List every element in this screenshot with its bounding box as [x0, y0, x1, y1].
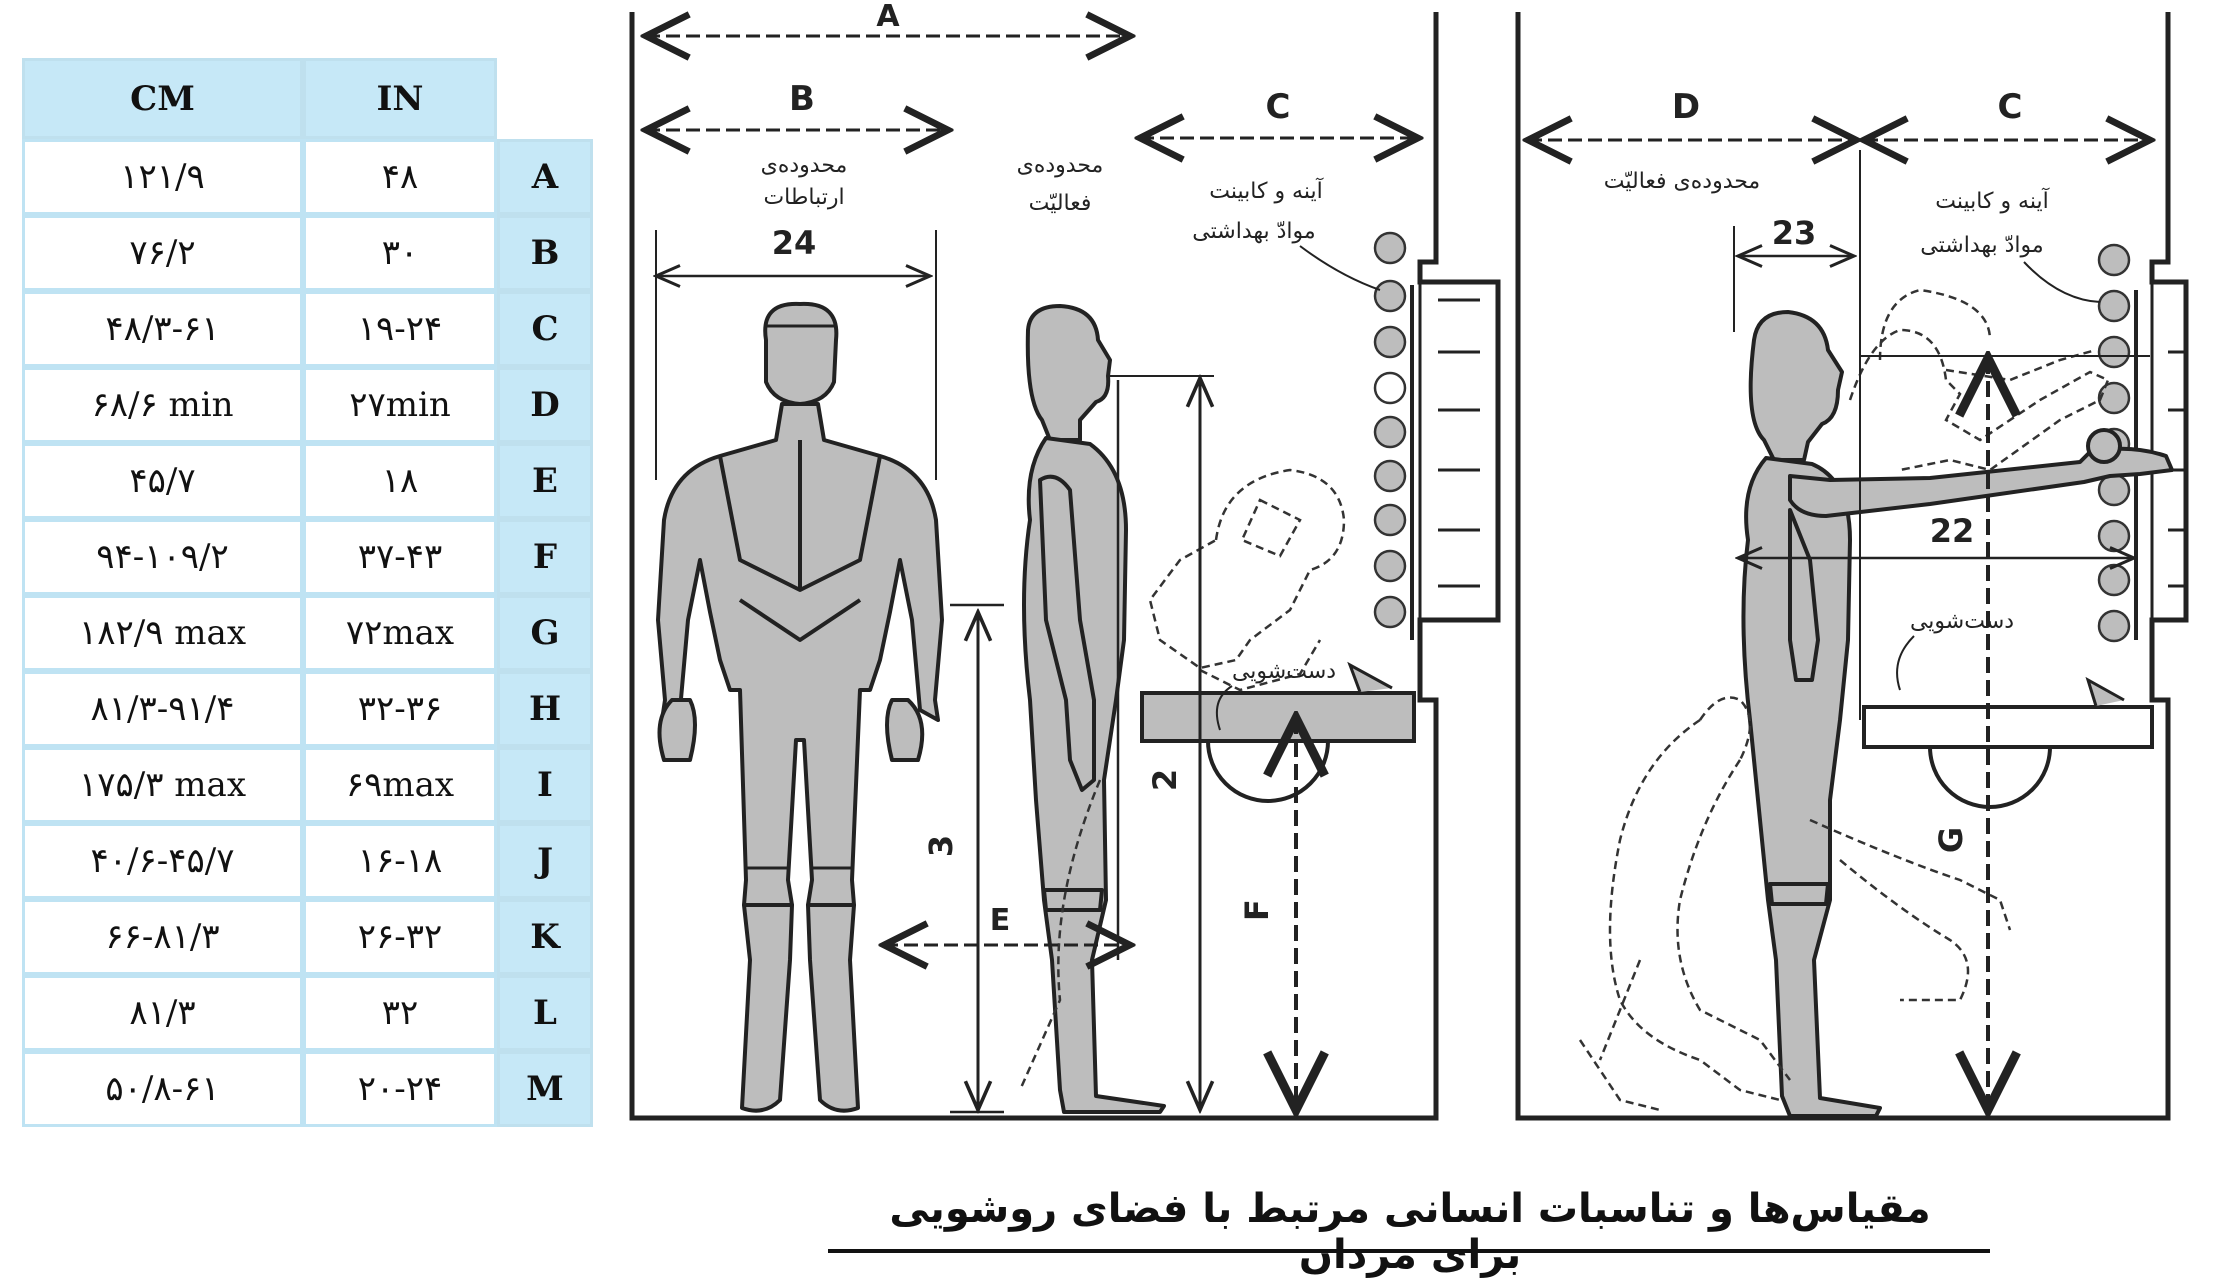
label-cabinet-left-1: آینه و کابینت: [1209, 177, 1323, 204]
label-basin-left: دست‌شویی: [1232, 659, 1336, 684]
dimension-numbers: 24 23 22 3 2: [772, 214, 1975, 857]
front-figure: [656, 301, 944, 1113]
in-cell: ۴۸: [303, 139, 497, 215]
label-basin-right: دست‌شویی: [1910, 609, 2014, 634]
left-mirror-bulbs: [1373, 231, 1407, 629]
letter-c-left: C: [1266, 87, 1291, 127]
header-cm: CM: [22, 58, 303, 139]
key-cell: F: [497, 519, 593, 595]
letter-f: F: [1238, 899, 1276, 921]
reaching-figure: [1741, 310, 2174, 1118]
cm-cell: ۱۷۵/۳ max: [22, 747, 303, 823]
label-communication-zone-2: ارتباطات: [763, 185, 844, 210]
cm-cell: ۷۶/۲: [22, 215, 303, 291]
number-22: 22: [1930, 512, 1975, 550]
label-activity-zone-2: فعالیّت: [1029, 191, 1092, 216]
key-cell: C: [497, 291, 593, 367]
label-activity-zone-1: محدوده‌ی: [1017, 153, 1104, 178]
right-cabinet-shelves: [2168, 350, 2186, 588]
in-cell: ۶۹max: [303, 747, 497, 823]
header-empty: [497, 58, 593, 139]
in-cell: ۲۰-۲۴: [303, 1051, 497, 1127]
cm-cell: ۴۸/۳-۶۱: [22, 291, 303, 367]
cm-cell: ۵۰/۸-۶۱: [22, 1051, 303, 1127]
left-cabinet-shelves: [1420, 298, 1480, 622]
label-cabinet-right-1: آینه و کابینت: [1935, 187, 2049, 214]
in-cell: ۳۰: [303, 215, 497, 291]
number-24: 24: [772, 224, 817, 262]
in-cell: ۲۷min: [303, 367, 497, 443]
cm-cell: ۸۱/۳-۹۱/۴: [22, 671, 303, 747]
key-cell: M: [497, 1051, 593, 1127]
key-cell: L: [497, 975, 593, 1051]
in-cell: ۱۶-۱۸: [303, 823, 497, 899]
left-room-walls: [629, 12, 1501, 1121]
in-cell: ۳۲: [303, 975, 497, 1051]
label-communication-zone-1: محدوده‌ی: [761, 153, 848, 178]
figure-caption: مقیاس‌ها و تناسبات انسانی مرتبط با فضای …: [889, 1186, 1931, 1278]
key-cell: K: [497, 899, 593, 975]
caption-underline: [828, 1249, 1990, 1253]
number-3: 3: [922, 835, 960, 857]
letter-c-right: C: [1998, 87, 2023, 127]
label-cabinet-right-2: موادّ بهداشتی: [1920, 233, 2043, 258]
left-leaning-figure-dashed: [1018, 468, 1346, 1091]
key-cell: B: [497, 215, 593, 291]
key-cell: J: [497, 823, 593, 899]
number-23: 23: [1772, 214, 1817, 252]
cm-cell: ۴۰/۶-۴۵/۷: [22, 823, 303, 899]
key-cell: I: [497, 747, 593, 823]
in-cell: ۳۷-۴۳: [303, 519, 497, 595]
label-activity-zone-right: محدوده‌ی فعالیّت: [1604, 169, 1760, 194]
cm-cell: ۴۵/۷: [22, 443, 303, 519]
key-cell: A: [497, 139, 593, 215]
letter-g: G: [1932, 827, 1970, 853]
right-washbasin: [1862, 676, 2154, 809]
letter-d: D: [1672, 87, 1700, 127]
persian-annotations: محدوده‌ی ارتباطات محدوده‌ی فعالیّت آینه …: [761, 153, 2050, 684]
key-cell: H: [497, 671, 593, 747]
cm-cell: ۹۴-۱۰۹/۲: [22, 519, 303, 595]
cm-cell: ۶۶-۸۱/۳: [22, 899, 303, 975]
table-header-row: CM IN: [22, 58, 593, 139]
cm-cell: ۶۸/۶ min: [22, 367, 303, 443]
annotation-leaders: [1216, 245, 2101, 731]
dimension-lines: [646, 36, 2150, 1112]
cm-cell: ۸۱/۳: [22, 975, 303, 1051]
key-cell: D: [497, 367, 593, 443]
in-cell: ۳۲-۳۶: [303, 671, 497, 747]
letter-a: A: [876, 0, 900, 34]
label-cabinet-left-2: موادّ بهداشتی: [1192, 219, 1315, 244]
header-in: IN: [303, 58, 497, 139]
dimension-letters: A B C D C E F G: [789, 0, 2022, 938]
in-cell: ۷۲max: [303, 595, 497, 671]
in-cell: ۱۹-۲۴: [303, 291, 497, 367]
letter-e: E: [990, 903, 1011, 938]
in-cell: ۱۸: [303, 443, 497, 519]
cm-cell: ۱۸۲/۹ max: [22, 595, 303, 671]
number-2: 2: [1146, 769, 1184, 791]
key-cell: G: [497, 595, 593, 671]
letter-b: B: [789, 79, 815, 119]
key-cell: E: [497, 443, 593, 519]
cm-cell: ۱۲۱/۹: [22, 139, 303, 215]
in-cell: ۲۶-۳۲: [303, 899, 497, 975]
